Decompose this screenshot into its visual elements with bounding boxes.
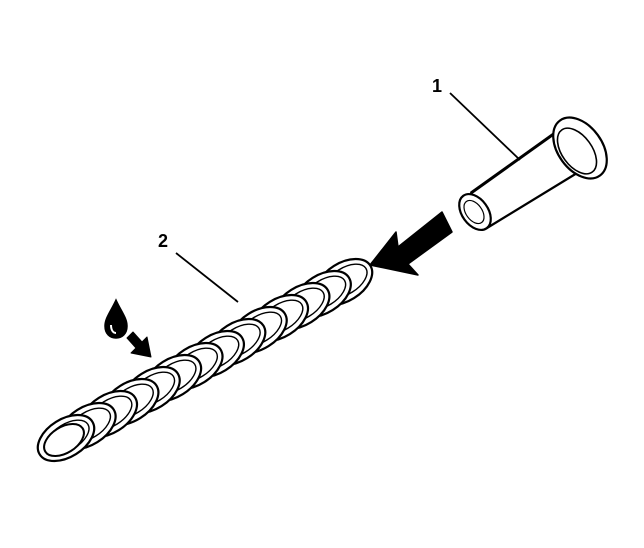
callout-2-label: 2 xyxy=(158,231,168,251)
pin-head-rim xyxy=(556,127,598,175)
pin-shaft-top-edge xyxy=(470,131,556,195)
spring xyxy=(36,257,374,463)
callout-1-label: 1 xyxy=(432,76,442,96)
pin-tip-inner xyxy=(463,199,485,225)
install-arrow-icon xyxy=(369,211,453,276)
callout-2-leader xyxy=(175,252,239,303)
lube-point-arrow-icon xyxy=(126,331,152,358)
callout-1-leader xyxy=(449,92,521,161)
spring-open-end xyxy=(43,422,85,458)
oil-drop-highlight xyxy=(110,324,117,334)
pin xyxy=(458,116,608,231)
